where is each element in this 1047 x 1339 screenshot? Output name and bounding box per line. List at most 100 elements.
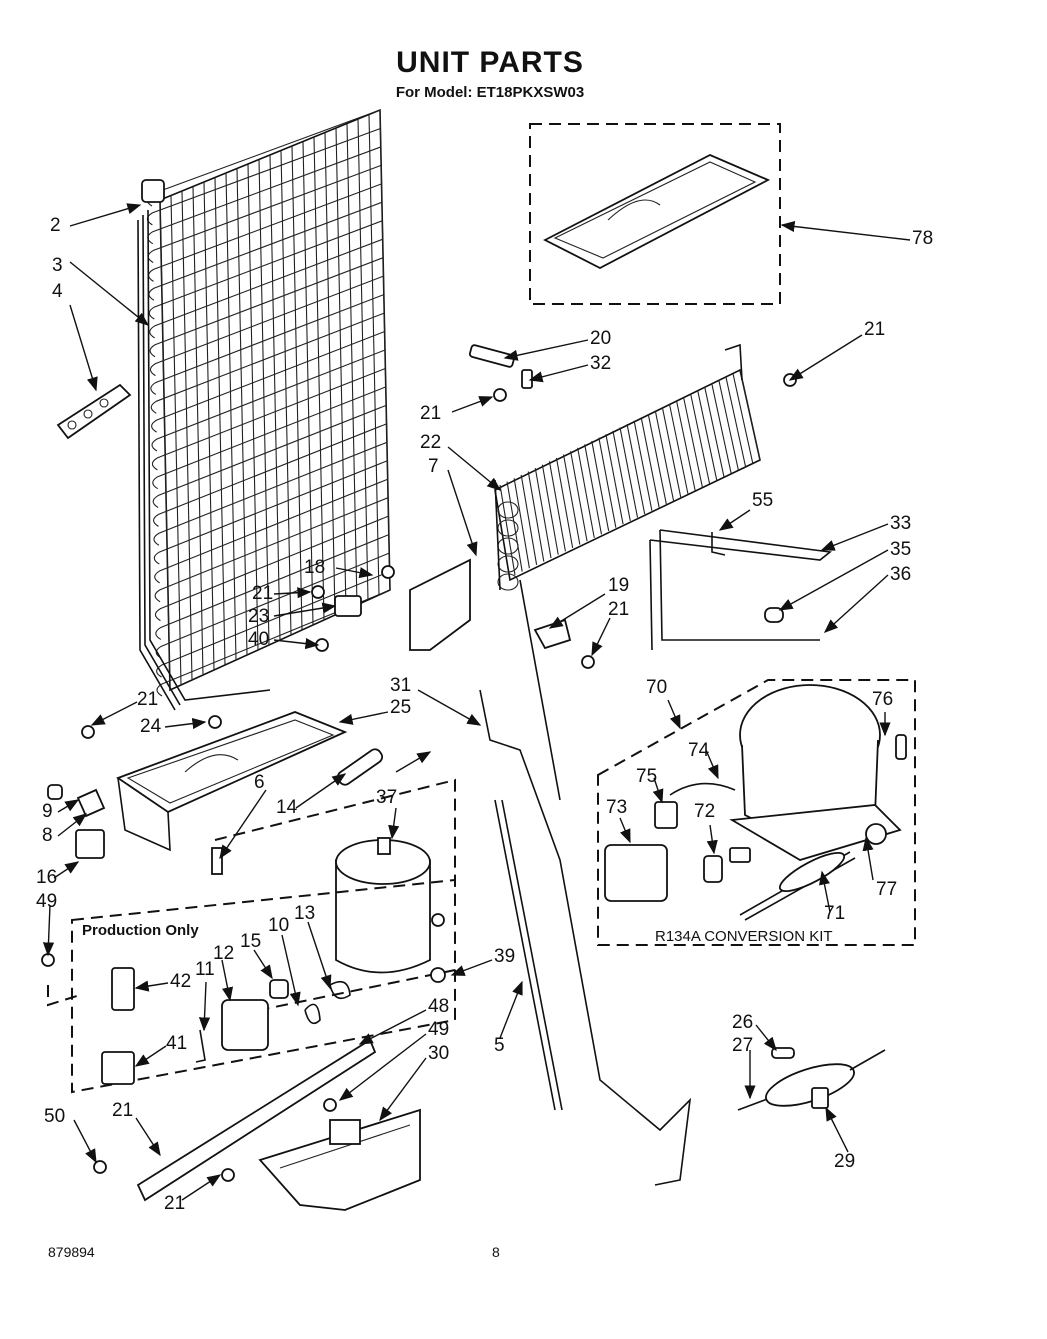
callout-13: 13	[294, 903, 316, 924]
evaporator-fin	[527, 471, 545, 562]
leader-arrow	[379, 1057, 427, 1122]
callout-30: 30	[428, 1043, 450, 1064]
callout-42: 42	[170, 971, 192, 992]
callout-71: 71	[824, 903, 846, 924]
callout-72: 72	[694, 801, 716, 822]
leader-arrow	[705, 749, 719, 780]
callout-12: 12	[213, 943, 235, 964]
condenser-wire	[247, 163, 259, 651]
condenser-tube	[154, 478, 388, 584]
callout-75: 75	[636, 766, 658, 787]
leader-arrow	[780, 220, 911, 241]
production-box	[71, 878, 456, 1094]
leader-arrow	[818, 870, 831, 913]
part-75	[654, 801, 678, 829]
leader-arrow	[57, 799, 80, 813]
leader-arrow	[335, 567, 374, 579]
evaporator-fin	[640, 417, 660, 508]
screw	[381, 565, 395, 579]
leader-arrow	[53, 861, 80, 879]
tray-box-78	[529, 123, 781, 305]
leader-arrow	[134, 1045, 167, 1067]
condenser-tube	[149, 257, 384, 358]
callout-21-pan: 21	[137, 689, 159, 710]
leader-arrow	[447, 469, 478, 557]
evaporator-fin	[711, 383, 732, 474]
screw	[93, 1160, 107, 1174]
heater-part-33	[649, 529, 832, 651]
condenser-tube	[148, 220, 383, 320]
leader-arrow	[181, 1174, 222, 1201]
leader-arrow	[528, 364, 589, 383]
part-11	[195, 1029, 206, 1063]
callout-55: 55	[752, 490, 774, 511]
evaporator-fin	[520, 474, 538, 565]
callout-9: 9	[42, 801, 53, 822]
evaporator-return-bend	[497, 537, 519, 555]
model-line: For Model: ET18PKXSW03	[395, 84, 585, 101]
leader-arrow	[591, 617, 611, 657]
condenser-wire	[192, 186, 204, 676]
evaporator-fin	[506, 481, 523, 572]
part-77	[865, 823, 887, 845]
part-8	[76, 788, 106, 818]
condenser-wire	[181, 190, 193, 681]
callout-24: 24	[140, 716, 162, 737]
condenser-tube	[149, 275, 384, 377]
evaporator-fin	[541, 464, 559, 555]
screw	[581, 655, 595, 669]
tray-part-78	[543, 154, 771, 270]
compressor-part-37	[335, 837, 431, 974]
callout-21-top-right: 21	[864, 319, 886, 340]
production-only-label: Production Only	[82, 922, 199, 939]
leader-arrow	[219, 789, 267, 860]
leader-arrow	[358, 1009, 427, 1045]
condenser-tube	[156, 571, 390, 678]
condenser-wire	[225, 172, 237, 661]
screw	[311, 585, 325, 599]
callout-21-left: 21	[252, 583, 274, 604]
leader-arrow	[395, 751, 432, 773]
evaporator-fin	[605, 434, 624, 525]
callout-8: 8	[42, 825, 53, 846]
callout-49-left: 49	[36, 891, 58, 912]
evaporator-fin	[534, 467, 552, 559]
leader-arrow	[281, 934, 301, 1007]
leader-arrow	[450, 959, 493, 976]
leader-arrow	[198, 981, 211, 1032]
callout-32: 32	[590, 353, 612, 374]
part-41	[101, 1051, 135, 1085]
condenser-tube	[152, 386, 386, 490]
leader-arrow	[388, 807, 400, 840]
leader-arrow	[253, 949, 273, 980]
leader-lines	[42, 203, 911, 1201]
condenser-wire	[159, 199, 171, 691]
base-bracket-part-30	[136, 1038, 421, 1211]
condenser-wire	[302, 141, 314, 626]
callout-35: 35	[890, 539, 912, 560]
leader-arrow	[417, 689, 482, 726]
part-12	[221, 999, 269, 1051]
leader-arrow	[862, 836, 874, 881]
screw	[41, 953, 55, 967]
evaporator-fin	[682, 396, 703, 488]
leader-arrow	[447, 446, 502, 491]
leader-arrow	[503, 339, 589, 361]
leader-arrow	[69, 261, 150, 326]
callout-48: 48	[428, 996, 450, 1017]
leader-arrow	[706, 824, 718, 855]
leader-arrow	[273, 602, 337, 617]
condenser-tube	[152, 404, 387, 509]
grommet-part-39	[430, 967, 446, 983]
leader-arrow	[273, 587, 312, 599]
evaporator-fin	[598, 437, 617, 528]
callout-4: 4	[52, 281, 63, 302]
leader-arrow	[451, 396, 494, 413]
condenser-tube	[151, 331, 385, 433]
callout-11: 11	[195, 959, 215, 980]
conversion-kit-label: R134A CONVERSION KIT	[655, 928, 833, 945]
condenser-wire	[335, 127, 347, 611]
evaporator-return-bend	[497, 519, 519, 537]
callout-21-base-bottom: 21	[164, 1193, 186, 1214]
